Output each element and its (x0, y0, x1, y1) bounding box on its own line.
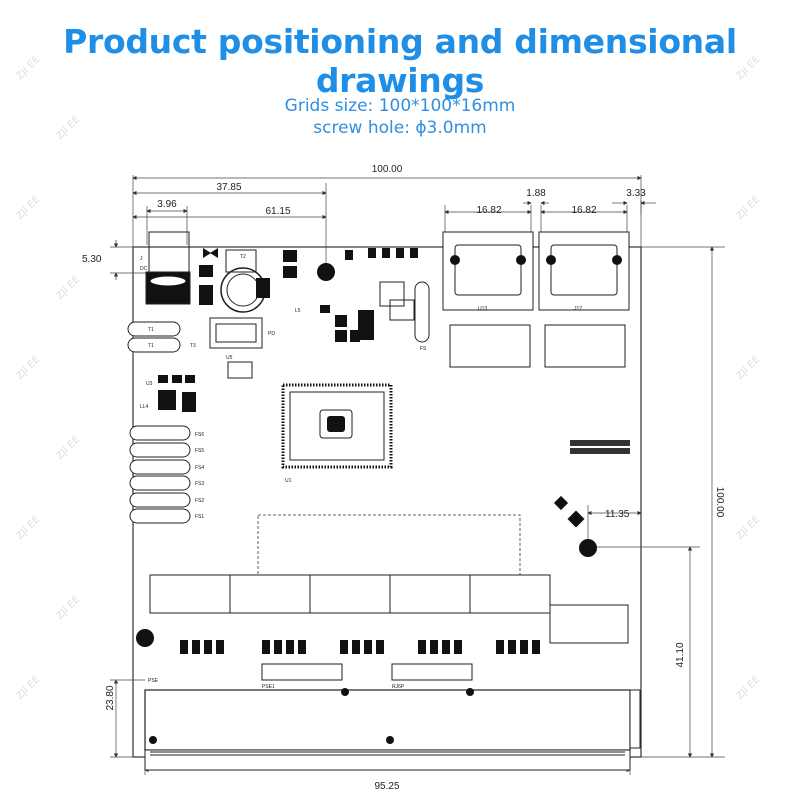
label-dc: DC (140, 266, 148, 272)
fuse-label-4: FS3 (195, 481, 204, 487)
label-pse: PSE1 (262, 684, 275, 690)
dim-hole-offset: 11.35 (605, 509, 630, 520)
watermark-5: ZJI EE (14, 354, 42, 382)
watermark-14: ZJI EE (734, 674, 762, 702)
watermark-9: ZJI EE (14, 674, 42, 702)
main-chip-u1 (281, 383, 393, 469)
rj45-top-connectors (442, 231, 630, 311)
dim-rj45-width-b: 16.82 (571, 205, 596, 216)
label-j17: J12 (574, 306, 582, 312)
fuse-label-6: FS1 (195, 514, 204, 520)
watermark-10: ZJI EE (734, 54, 762, 82)
dim-top-offset: 5.30 (82, 254, 102, 265)
watermark-4: ZJI EE (54, 274, 82, 302)
dim-dc-width: 3.96 (157, 199, 177, 210)
dim-rj45-block-width: 95.25 (374, 781, 399, 792)
watermark-6: ZJI EE (54, 434, 82, 462)
dim-rj45-gap: 1.88 (526, 188, 546, 199)
watermark-3: ZJI EE (14, 194, 42, 222)
rj45-block (144, 689, 641, 771)
pd-transformer (209, 317, 263, 349)
label-u3: U3 (146, 381, 153, 387)
fuse-stack (129, 425, 191, 524)
mount-hole-top (317, 263, 335, 281)
dim-rj45-height: 23.80 (105, 685, 116, 710)
label-pd: PD (268, 331, 275, 337)
fuse-label-2: FS5 (195, 448, 204, 454)
screw-hole-text: screw hole: ϕ3.0mm (313, 118, 487, 138)
watermark-1: ZJI EE (14, 54, 42, 82)
label-u5: U5 (226, 355, 233, 361)
label-ll4: LL4 (140, 404, 149, 410)
watermark-7: ZJI EE (14, 514, 42, 542)
dim-height-total: 100.00 (714, 487, 725, 518)
middle-transformers (149, 574, 629, 644)
watermark-13: ZJI EE (734, 514, 762, 542)
label-l3: L3 (366, 311, 372, 317)
dim-width-total: 100.00 (372, 164, 403, 175)
label-t3: T3 (190, 343, 196, 349)
label-t2: T2 (240, 254, 246, 260)
mount-hole-left (136, 629, 154, 647)
watermark-2: ZJI EE (54, 114, 82, 142)
dim-right-gap: 3.33 (626, 188, 646, 199)
label-t: T1 (148, 327, 154, 333)
dim-rj45-width-a: 16.82 (476, 205, 501, 216)
dc-jack (145, 231, 191, 305)
page-title: Product positioning and dimensional draw… (63, 22, 737, 100)
label-u1: U1 (285, 478, 292, 484)
label-pse1: RJ6P (392, 684, 405, 690)
dim-right-height: 41.10 (675, 642, 686, 667)
grid-size-text: Grids size: 100*100*16mm (284, 96, 516, 116)
watermark-12: ZJI EE (734, 354, 762, 382)
fuse-label-3: FS4 (195, 465, 204, 471)
label-rj6p: PSE (148, 678, 159, 684)
label-j: J (140, 256, 143, 262)
mount-hole-right (579, 539, 597, 557)
watermark-11: ZJI EE (734, 194, 762, 222)
label-j12: U13 (478, 306, 487, 312)
pin-header-right (570, 440, 630, 454)
power-components (199, 248, 297, 305)
dim-left-to-center: 37.85 (216, 182, 241, 193)
label-t1: T1 (148, 343, 154, 349)
label-l5: L5 (295, 308, 301, 314)
watermark-8: ZJI EE (54, 594, 82, 622)
label-fs: FS (420, 346, 427, 352)
dim-left-to-hole: 61.15 (265, 206, 290, 217)
fuse-label-5: FS2 (195, 498, 204, 504)
fuse-label-1: FS6 (195, 432, 204, 438)
